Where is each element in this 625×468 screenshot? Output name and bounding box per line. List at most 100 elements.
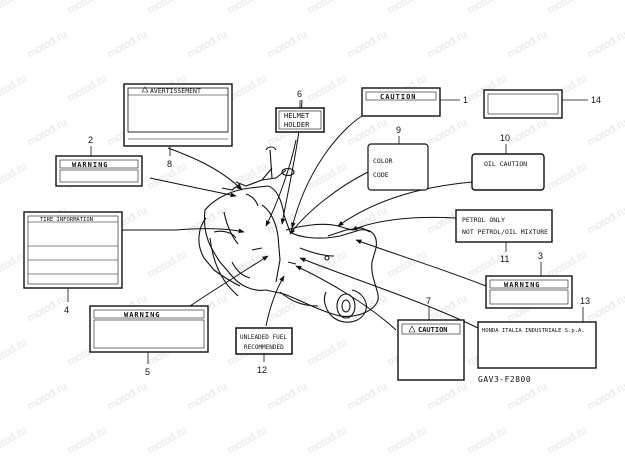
watermark-text: motod.ru bbox=[226, 0, 270, 17]
label-12-line1: UNLEADED FUEL bbox=[240, 334, 287, 341]
label-5-number: 5 bbox=[145, 367, 150, 377]
label-5-warning: WARNING 5 bbox=[89, 305, 209, 377]
watermark-text: motod.ru bbox=[586, 204, 625, 236]
label-9-line2: CODE bbox=[373, 171, 389, 179]
label-1-caution: CAUTION 1 bbox=[361, 87, 468, 117]
watermark-text: motod.ru bbox=[466, 424, 510, 456]
label-6-helmet-holder: 6 HELMET HOLDER bbox=[275, 89, 325, 133]
watermark-text: motod.ru bbox=[506, 380, 550, 412]
diagram-code: GAV3-F2800 bbox=[478, 375, 531, 384]
watermark-text: motod.ru bbox=[146, 248, 190, 280]
watermark-text: motod.ru bbox=[346, 380, 390, 412]
label-12-line2: RECOMMENDED bbox=[244, 344, 284, 351]
label-1-text: CAUTION bbox=[380, 93, 417, 101]
scooter-drawing bbox=[198, 146, 379, 323]
leader-arrows bbox=[122, 99, 487, 331]
caution-triangle-icon bbox=[408, 325, 416, 333]
watermark-text: motod.ru bbox=[146, 424, 190, 456]
label-8-number: 8 bbox=[167, 159, 172, 169]
label-5-text: WARNING bbox=[124, 311, 161, 319]
watermark-text: motod.ru bbox=[146, 0, 190, 17]
label-8-text: AVERTISSEMENT bbox=[150, 87, 201, 95]
label-6-number: 6 bbox=[297, 89, 302, 99]
watermark-text: motod.ru bbox=[586, 380, 625, 412]
label-10-text: OIL CAUTION bbox=[484, 160, 527, 168]
label-3-number: 3 bbox=[538, 251, 543, 261]
watermark-text: motod.ru bbox=[266, 28, 310, 60]
label-4-tire-information: TIRE INFORMATION 4 bbox=[23, 211, 123, 315]
label-2-number: 2 bbox=[88, 135, 93, 145]
label-11-line2: NOT PETROL/OIL MIXTURE bbox=[462, 228, 548, 236]
label-6-line2: HOLDER bbox=[284, 121, 310, 129]
watermark-text: motod.ru bbox=[586, 28, 625, 60]
watermark-text: motod.ru bbox=[306, 160, 350, 192]
watermark-text: motod.ru bbox=[546, 0, 590, 17]
watermark-text: motod.ru bbox=[546, 160, 590, 192]
watermark-text: motod.ru bbox=[306, 248, 350, 280]
warning-triangle-icon bbox=[141, 86, 149, 93]
watermark-text: motod.ru bbox=[386, 0, 430, 17]
watermark-text: motod.ru bbox=[186, 380, 230, 412]
watermark-text: motod.ru bbox=[26, 28, 70, 60]
label-11-line1: PETROL ONLY bbox=[462, 216, 505, 224]
watermark-text: motod.ru bbox=[26, 380, 70, 412]
watermark-text: motod.ru bbox=[0, 424, 29, 456]
label-8-avertissement: AVERTISSEMENT 8 bbox=[123, 83, 233, 169]
label-7-number: 7 bbox=[426, 296, 431, 306]
watermark-text: motod.ru bbox=[0, 72, 29, 104]
watermark-text: motod.ru bbox=[66, 0, 110, 17]
label-2-text: WARNING bbox=[72, 161, 109, 169]
watermark-text: motod.ru bbox=[546, 424, 590, 456]
watermark-text: motod.ru bbox=[426, 28, 470, 60]
watermark-text: motod.ru bbox=[0, 0, 29, 17]
watermark-text: motod.ru bbox=[466, 0, 510, 17]
label-9-line1: COLOR bbox=[373, 157, 393, 165]
watermark-text: motod.ru bbox=[506, 116, 550, 148]
label-7-text: CAUTION bbox=[418, 326, 448, 334]
label-4-text: TIRE INFORMATION bbox=[40, 217, 93, 223]
label-9-color-code: 9 COLOR CODE bbox=[367, 125, 429, 191]
watermark-text: motod.ru bbox=[66, 72, 110, 104]
watermark-text: motod.ru bbox=[106, 28, 150, 60]
watermark-text: motod.ru bbox=[386, 248, 430, 280]
label-14-blank: 14 bbox=[483, 89, 601, 119]
label-10-number: 10 bbox=[500, 133, 510, 143]
watermark-text: motod.ru bbox=[106, 380, 150, 412]
label-11-number: 11 bbox=[500, 254, 509, 264]
watermark-text: motod.ru bbox=[586, 116, 625, 148]
label-1-number: 1 bbox=[463, 95, 468, 105]
watermark-text: motod.ru bbox=[386, 424, 430, 456]
label-12-unleaded-fuel: UNLEADED FUEL RECOMMENDED 12 bbox=[235, 327, 293, 375]
watermark-text: motod.ru bbox=[226, 160, 270, 192]
watermark-text: motod.ru bbox=[226, 424, 270, 456]
watermark-text: motod.ru bbox=[426, 116, 470, 148]
watermark-text: motod.ru bbox=[26, 116, 70, 148]
label-9-number: 9 bbox=[396, 125, 401, 135]
watermark-text: motod.ru bbox=[586, 292, 625, 324]
watermark-text: motod.ru bbox=[306, 72, 350, 104]
watermark-text: motod.ru bbox=[306, 424, 350, 456]
label-13-number: 13 bbox=[580, 296, 590, 306]
label-7-caution: 7 CAUTION bbox=[397, 296, 465, 381]
watermark-text: motod.ru bbox=[266, 204, 310, 236]
label-12-number: 12 bbox=[257, 365, 267, 375]
watermark-text: motod.ru bbox=[26, 292, 70, 324]
label-11-petrol-only: PETROL ONLY NOT PETROL/OIL MIXTURE 11 bbox=[455, 209, 553, 264]
watermark-text: motod.ru bbox=[306, 0, 350, 17]
watermark-text: motod.ru bbox=[426, 380, 470, 412]
watermark-text: motod.ru bbox=[186, 28, 230, 60]
watermark-text: motod.ru bbox=[66, 424, 110, 456]
watermark-text: motod.ru bbox=[306, 336, 350, 368]
watermark-text: motod.ru bbox=[346, 28, 390, 60]
label-2-warning: 2 WARNING bbox=[55, 135, 143, 187]
label-4-number: 4 bbox=[64, 305, 69, 315]
watermark-text: motod.ru bbox=[0, 160, 29, 192]
watermark-text: motod.ru bbox=[506, 28, 550, 60]
watermark-text: motod.ru bbox=[266, 380, 310, 412]
label-14-number: 14 bbox=[591, 95, 601, 105]
watermark-text: motod.ru bbox=[0, 336, 29, 368]
label-3-warning: 3 WARNING bbox=[485, 251, 573, 309]
label-10-oil-caution: 10 OIL CAUTION bbox=[471, 133, 545, 191]
